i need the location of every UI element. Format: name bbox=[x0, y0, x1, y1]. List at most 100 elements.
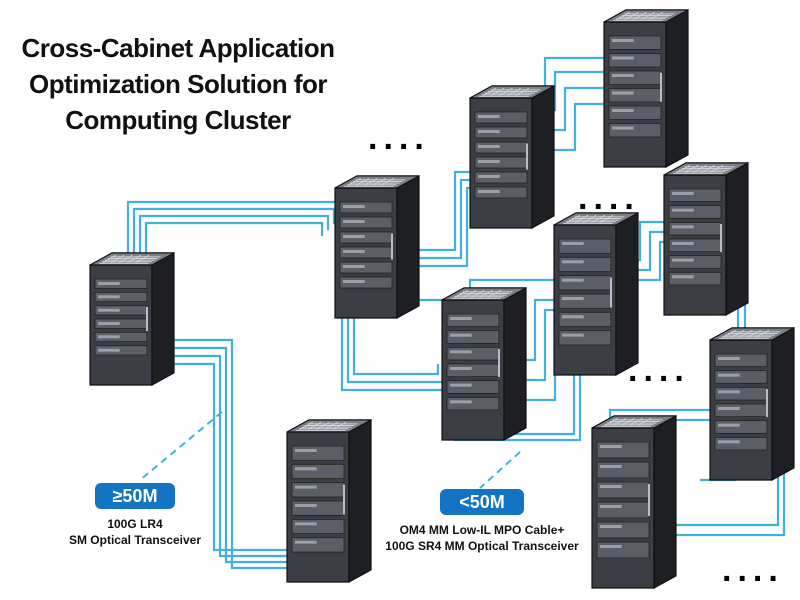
unit-led-strip bbox=[612, 39, 634, 42]
unit-led-strip bbox=[98, 308, 120, 312]
unit-led-strip bbox=[98, 335, 120, 339]
unit-led-strip bbox=[98, 322, 120, 325]
unit-led-strip bbox=[600, 465, 622, 468]
unit-led-strip bbox=[343, 220, 365, 223]
unit-led-strip bbox=[612, 74, 634, 77]
unit-led-strip bbox=[343, 265, 365, 268]
rack-unit bbox=[596, 501, 650, 519]
rack-side bbox=[653, 414, 677, 590]
unit-led-strip bbox=[600, 505, 622, 508]
unit-led-strip bbox=[450, 333, 472, 337]
rack-unit bbox=[446, 380, 500, 394]
unit-led-strip bbox=[562, 297, 584, 300]
rack-handle bbox=[391, 233, 393, 260]
fiber-cable bbox=[138, 214, 330, 280]
rack-unit bbox=[339, 201, 393, 214]
rack-unit bbox=[291, 518, 345, 535]
rack-unit bbox=[474, 171, 528, 184]
unit-led-strip bbox=[612, 109, 634, 112]
rack-side bbox=[665, 8, 689, 169]
unit-led-strip bbox=[98, 295, 120, 299]
rack-unit bbox=[596, 521, 650, 539]
title-line-3: Computing Cluster bbox=[65, 105, 291, 135]
unit-led-strip bbox=[478, 175, 500, 178]
rack-unit bbox=[608, 53, 662, 68]
unit-led-strip bbox=[612, 91, 634, 95]
rack-unit bbox=[446, 330, 500, 344]
rack-unit bbox=[608, 123, 662, 138]
rack-unit bbox=[608, 35, 662, 50]
fiber-cable bbox=[352, 292, 440, 376]
fiber-cable bbox=[510, 308, 560, 382]
ellipsis-right: .... bbox=[628, 351, 690, 389]
unit-led-strip bbox=[672, 275, 694, 279]
unit-led-strip bbox=[562, 315, 584, 319]
page-title: Cross-Cabinet Application Optimization S… bbox=[8, 30, 348, 138]
rack-unit bbox=[596, 461, 650, 479]
rack-unit bbox=[558, 293, 612, 309]
fiber-cable bbox=[150, 346, 330, 564]
unit-led-strip bbox=[672, 208, 694, 212]
short-range-caption-line-2: 100G SR4 MM Optical Transceiver bbox=[385, 539, 579, 553]
rack-unit bbox=[558, 275, 612, 291]
rack-unit bbox=[446, 363, 500, 378]
rack-side bbox=[771, 326, 795, 482]
server-rack-icon bbox=[663, 161, 749, 317]
unit-led-strip bbox=[295, 522, 317, 526]
rack-unit bbox=[94, 345, 148, 356]
rack-handle bbox=[146, 307, 148, 331]
rack-handle bbox=[720, 224, 722, 252]
unit-led-strip bbox=[450, 400, 472, 404]
rack-unit bbox=[668, 238, 722, 253]
unit-led-strip bbox=[718, 440, 740, 444]
rack-unit bbox=[291, 537, 345, 553]
server-rack-icon bbox=[334, 174, 420, 320]
unit-led-strip bbox=[295, 540, 317, 544]
unit-led-strip bbox=[562, 242, 584, 245]
unit-led-strip bbox=[98, 282, 120, 285]
rack-unit bbox=[291, 463, 345, 480]
rack-unit bbox=[668, 188, 722, 203]
rack-unit bbox=[446, 313, 500, 328]
rack-unit bbox=[291, 500, 345, 516]
server-rack-icon bbox=[553, 211, 639, 377]
unit-led-strip bbox=[718, 373, 740, 377]
rack-unit bbox=[558, 238, 612, 254]
rack-unit bbox=[558, 311, 612, 328]
title-line-2: Optimization Solution for bbox=[28, 69, 328, 99]
ellipsis-bottom: .... bbox=[722, 551, 784, 589]
rack-unit bbox=[339, 216, 393, 229]
rack-unit bbox=[714, 353, 768, 368]
rack-handle bbox=[343, 484, 345, 515]
unit-led-strip bbox=[718, 390, 740, 394]
long-range-leader bbox=[139, 411, 223, 481]
rack-handle bbox=[498, 349, 500, 377]
unit-led-strip bbox=[295, 504, 317, 507]
unit-led-strip bbox=[295, 485, 317, 489]
unit-led-strip bbox=[478, 115, 500, 118]
rack-unit bbox=[558, 330, 612, 346]
server-rack-icon bbox=[286, 418, 372, 584]
fiber-cable bbox=[150, 354, 330, 558]
unit-led-strip bbox=[562, 333, 584, 337]
unit-led-strip bbox=[343, 250, 365, 253]
rack-unit bbox=[668, 221, 722, 236]
unit-led-strip bbox=[343, 205, 365, 208]
rack-unit bbox=[714, 370, 768, 384]
short-range-caption-line-1: OM4 MM Low-IL MPO Cable+ bbox=[399, 523, 565, 537]
rack-side bbox=[396, 174, 420, 320]
rack-handle bbox=[766, 389, 768, 417]
rack-layer bbox=[89, 8, 795, 590]
fiber-cable bbox=[150, 362, 330, 552]
unit-led-strip bbox=[98, 348, 120, 352]
unit-led-strip bbox=[600, 445, 622, 448]
unit-led-strip bbox=[478, 190, 500, 193]
server-rack-icon bbox=[469, 84, 555, 230]
rack-unit bbox=[339, 276, 393, 289]
rack-unit bbox=[558, 256, 612, 273]
rack-side bbox=[503, 286, 527, 442]
rack-unit bbox=[94, 331, 148, 343]
unit-led-strip bbox=[718, 407, 740, 410]
rack-unit bbox=[339, 261, 393, 274]
